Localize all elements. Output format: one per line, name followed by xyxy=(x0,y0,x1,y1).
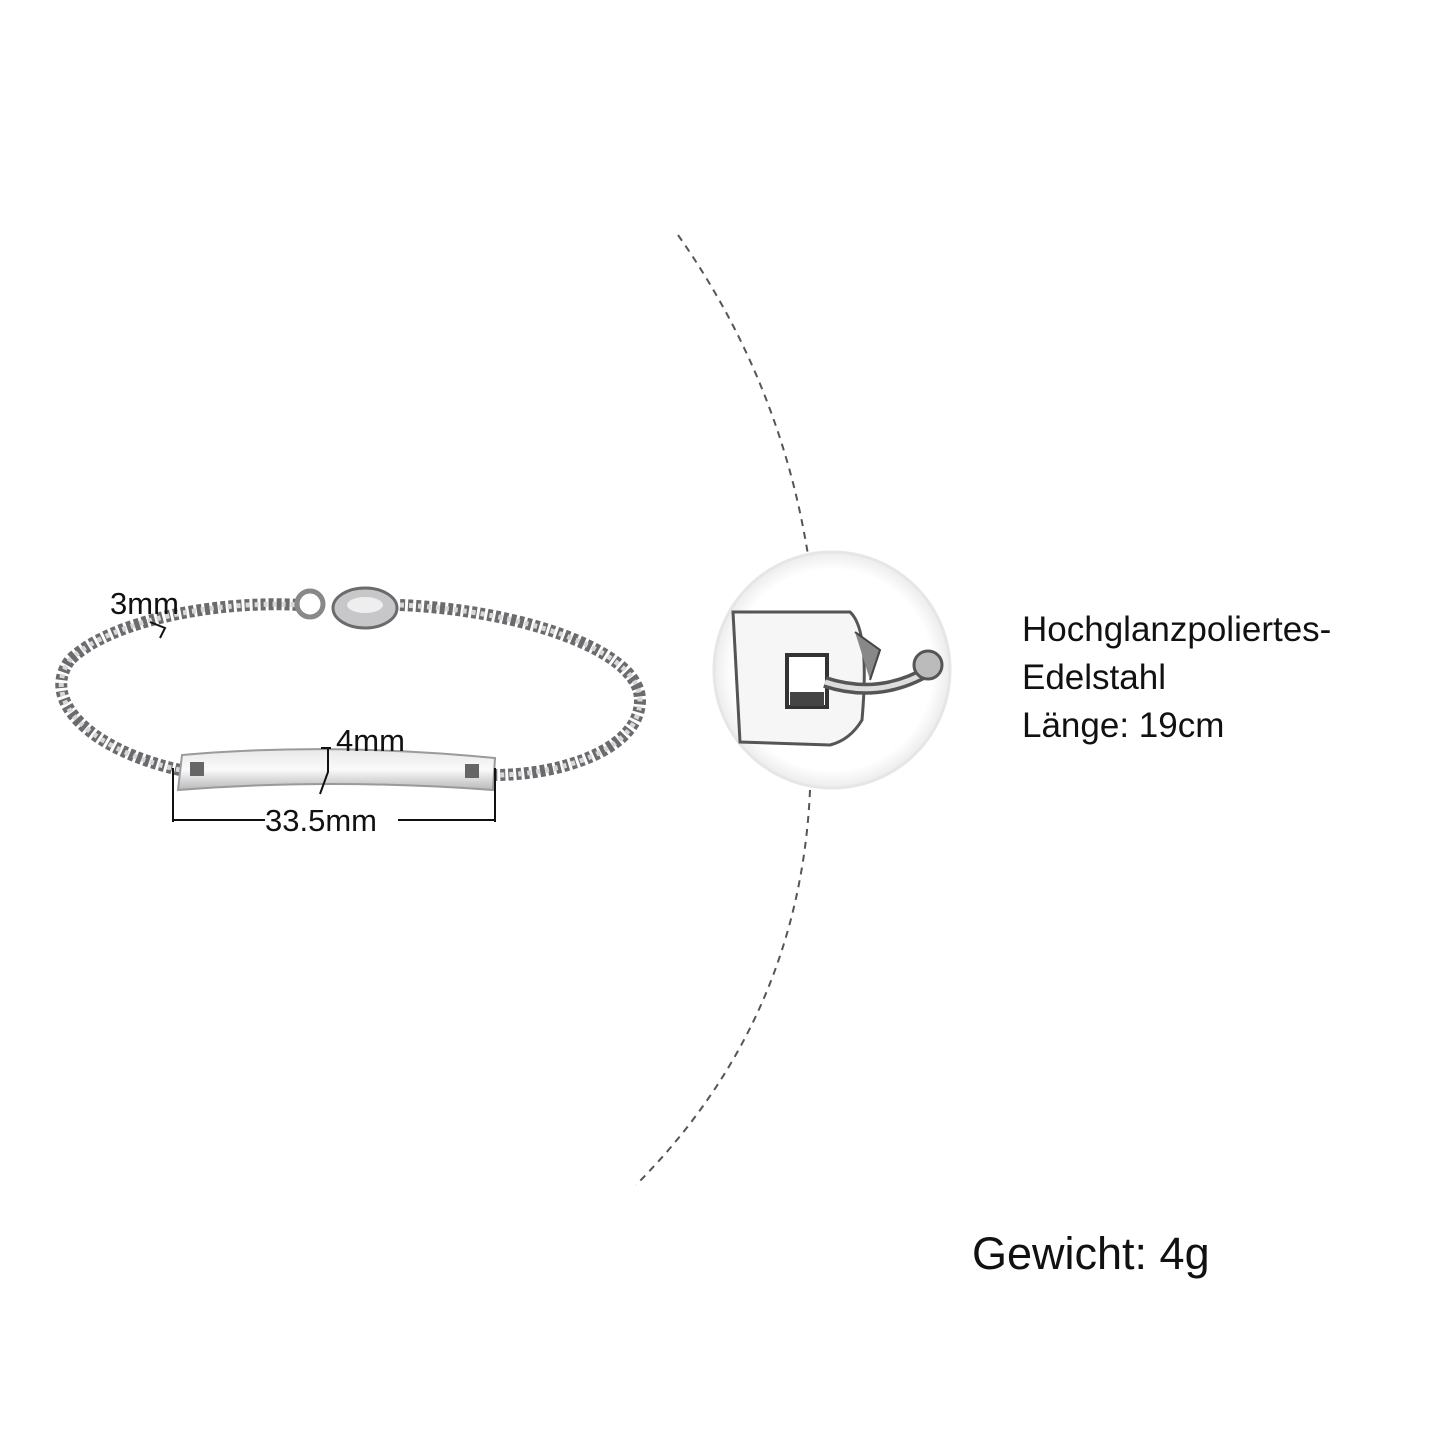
dashed-arc-bottom xyxy=(635,789,811,1186)
bracelet-chain xyxy=(55,598,647,781)
material-spec: Hochglanzpoliertes- Edelstahl Länge: 19c… xyxy=(1022,606,1331,750)
dimension-chain-width: 3mm xyxy=(110,586,179,639)
detail-zoom-circle xyxy=(712,550,952,790)
spec-line-length: Länge: 19cm xyxy=(1022,706,1225,745)
svg-text:4mm: 4mm xyxy=(336,723,405,758)
dashed-arc-top xyxy=(677,234,809,556)
svg-text:33.5mm: 33.5mm xyxy=(265,803,377,838)
dimension-bar-height: 4mm xyxy=(319,723,405,795)
dimension-bar-length: 33.5mm xyxy=(172,768,496,838)
svg-text:3mm: 3mm xyxy=(110,586,179,621)
weight-label: Gewicht: 4g xyxy=(972,1228,1210,1279)
spec-line-material-2: Edelstahl xyxy=(1022,658,1166,697)
spec-line-material: Hochglanzpoliertes- xyxy=(1022,610,1332,649)
id-bar xyxy=(176,748,497,792)
lobster-clasp xyxy=(294,586,399,630)
